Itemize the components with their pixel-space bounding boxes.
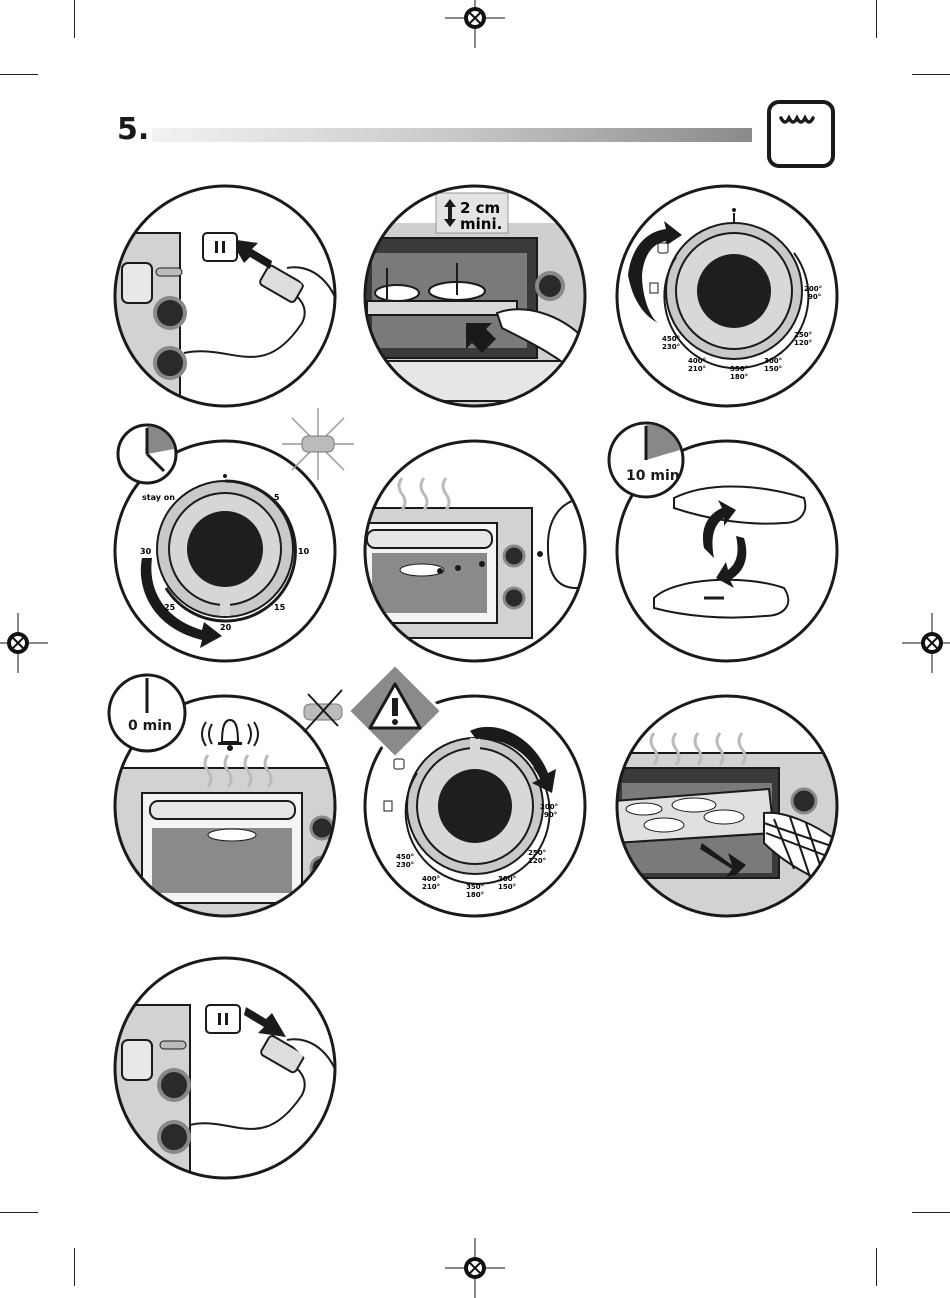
step-set-temperature: 200° 90° 250° 120° 300° 150° 350° 180° 4… (614, 183, 840, 409)
crop-mark (0, 74, 38, 75)
clearance-sub: mini. (460, 215, 502, 233)
step-remove-tray (614, 693, 840, 919)
temp-label: 120° (528, 857, 546, 865)
temp-label: 210° (688, 365, 706, 373)
temp-label: 180° (466, 891, 484, 899)
crop-mark (876, 0, 877, 38)
temp-label: 250° (528, 849, 546, 857)
temp-label: 180° (730, 373, 748, 381)
timer-label: 5 (274, 493, 280, 502)
temp-label: 450° (662, 335, 680, 343)
crop-mark (74, 0, 75, 38)
temp-label: 200° (540, 803, 558, 811)
end-time-label: 0 min (128, 718, 172, 734)
temp-label: 90° (808, 293, 821, 301)
temp-label: 150° (498, 883, 516, 891)
temp-label: 400° (688, 357, 706, 365)
flip-time-label: 10 min (626, 468, 680, 484)
timer-label: 15 (274, 603, 286, 612)
registration-mark (445, 0, 505, 48)
temp-label: 450° (396, 853, 414, 861)
crop-mark (912, 74, 950, 75)
crop-mark (876, 1248, 877, 1286)
bell-icon (200, 712, 260, 752)
temp-label: 350° (466, 883, 484, 891)
section-header-bar (152, 128, 752, 142)
timer-label: 25 (164, 603, 176, 612)
registration-mark (445, 1238, 505, 1298)
oven-heat-icon (767, 100, 835, 168)
clock-icon (116, 423, 178, 485)
timer-label: 20 (220, 623, 232, 632)
temp-label: 200° (804, 285, 822, 293)
timer-label: stay on (142, 493, 175, 502)
clock-icon (106, 672, 188, 754)
crop-mark (74, 1248, 75, 1286)
temp-label: 230° (662, 343, 680, 351)
registration-mark (0, 613, 48, 673)
temp-label: 150° (764, 365, 782, 373)
indicator-light-icon (282, 408, 354, 480)
temp-label: 90° (544, 811, 557, 819)
temp-label: 250° (794, 331, 812, 339)
step-insert-tray: 2 cm mini. (362, 183, 588, 409)
temp-label: 300° (764, 357, 782, 365)
temp-label: 300° (498, 875, 516, 883)
temp-label: 120° (794, 339, 812, 347)
timer-label: 30 (140, 547, 152, 556)
step-plug-in (112, 183, 338, 409)
crop-mark (912, 1212, 950, 1213)
step-monitor-cooking (362, 438, 588, 664)
temp-label: 210° (422, 883, 440, 891)
step-unplug (112, 955, 338, 1181)
section-number: 5. (117, 112, 149, 147)
temp-label: 400° (422, 875, 440, 883)
temp-label: 230° (396, 861, 414, 869)
light-off-icon (298, 686, 348, 736)
temp-label: 350° (730, 365, 748, 373)
crop-mark (0, 1212, 38, 1213)
clock-icon (606, 420, 686, 500)
warning-icon (348, 664, 442, 758)
registration-mark (902, 613, 950, 673)
timer-label: 10 (298, 547, 310, 556)
